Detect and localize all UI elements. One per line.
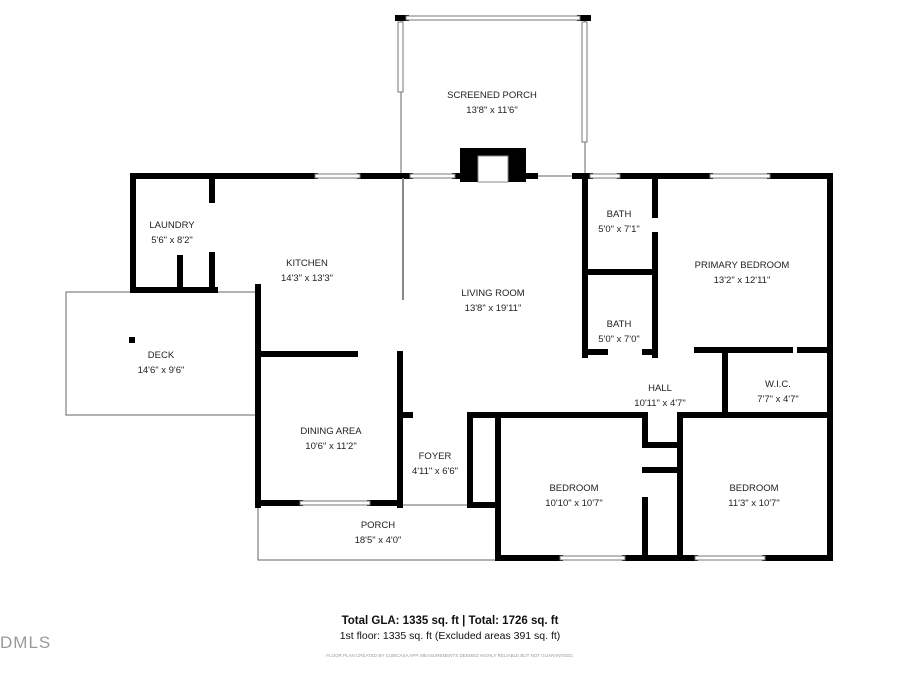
windows <box>299 15 771 561</box>
disclaimer: FLOOR PLAN CREATED BY CUBICASA APP. MEAS… <box>326 653 574 658</box>
deck-post <box>129 337 135 343</box>
watermark-logo: DMLS <box>0 633 52 652</box>
walls <box>130 15 833 561</box>
floor-area: 1st floor: 1335 sq. ft (Excluded areas 3… <box>339 630 561 642</box>
fireplace-icon <box>460 148 526 183</box>
total-area: Total GLA: 1335 sq. ft | Total: 1726 sq.… <box>341 615 559 627</box>
room-label-wic: W.I.C.7'7" x 4'7" <box>757 379 799 405</box>
